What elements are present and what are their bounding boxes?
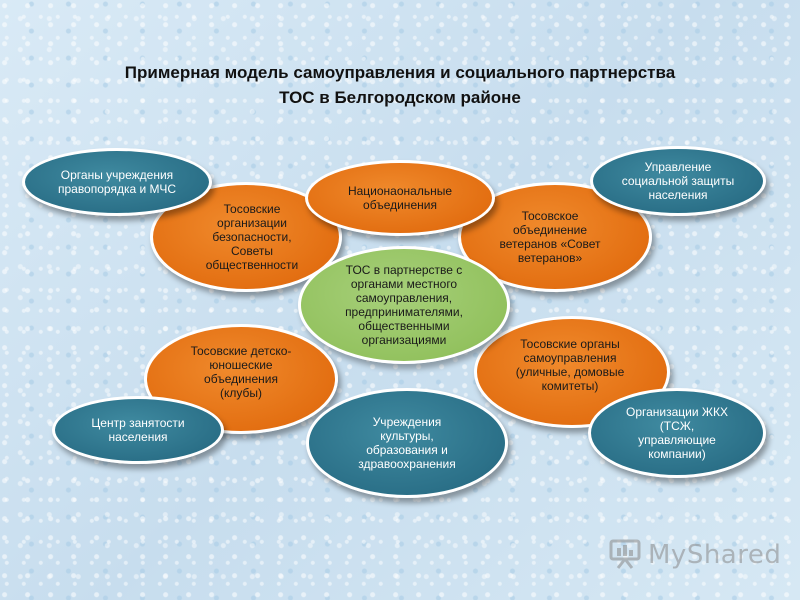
node-housing: Организации ЖКХ (ТСЖ, управляющие компан…	[588, 388, 766, 478]
node-housing-label: Организации ЖКХ (ТСЖ, управляющие компан…	[626, 405, 728, 461]
node-employment-label: Центр занятости населения	[91, 416, 185, 444]
node-employment: Центр занятости населения	[52, 396, 224, 464]
node-center-label: ТОС в партнерстве с органами местного са…	[345, 263, 463, 347]
node-safety-label: Тосовские организации безопасности, Сове…	[205, 202, 299, 272]
title-line-2: ТОС в Белгородском районе	[279, 88, 521, 107]
presentation-board-icon	[608, 536, 642, 575]
node-self-gov-label: Тосовские органы самоуправления (уличные…	[515, 337, 625, 393]
node-police: Органы учреждения правопорядка и МЧС	[22, 148, 212, 216]
node-culture: Учреждения культуры, образования и здрав…	[306, 388, 508, 498]
myshared-logo: MyShared	[608, 537, 781, 573]
node-culture-label: Учреждения культуры, образования и здрав…	[358, 415, 456, 471]
node-social-label: Управление социальной защиты населения	[621, 160, 735, 202]
node-center: ТОС в партнерстве с органами местного са…	[298, 246, 510, 364]
title-line-1: Примерная модель самоуправления и социал…	[124, 63, 676, 82]
node-police-label: Органы учреждения правопорядка и МЧС	[57, 168, 177, 196]
node-veterans-label: Тосовское объединение ветеранов «Совет в…	[499, 209, 601, 265]
node-social: Управление социальной защиты населения	[590, 146, 766, 216]
node-national-label: Национаональные объединения	[347, 184, 453, 212]
logo-text: MyShared	[648, 540, 782, 570]
node-youth-label: Тосовские детско-юношеские объединения (…	[190, 344, 292, 400]
node-national: Национаональные объединения	[305, 160, 495, 236]
page-title: Примерная модель самоуправления и социал…	[0, 60, 800, 110]
